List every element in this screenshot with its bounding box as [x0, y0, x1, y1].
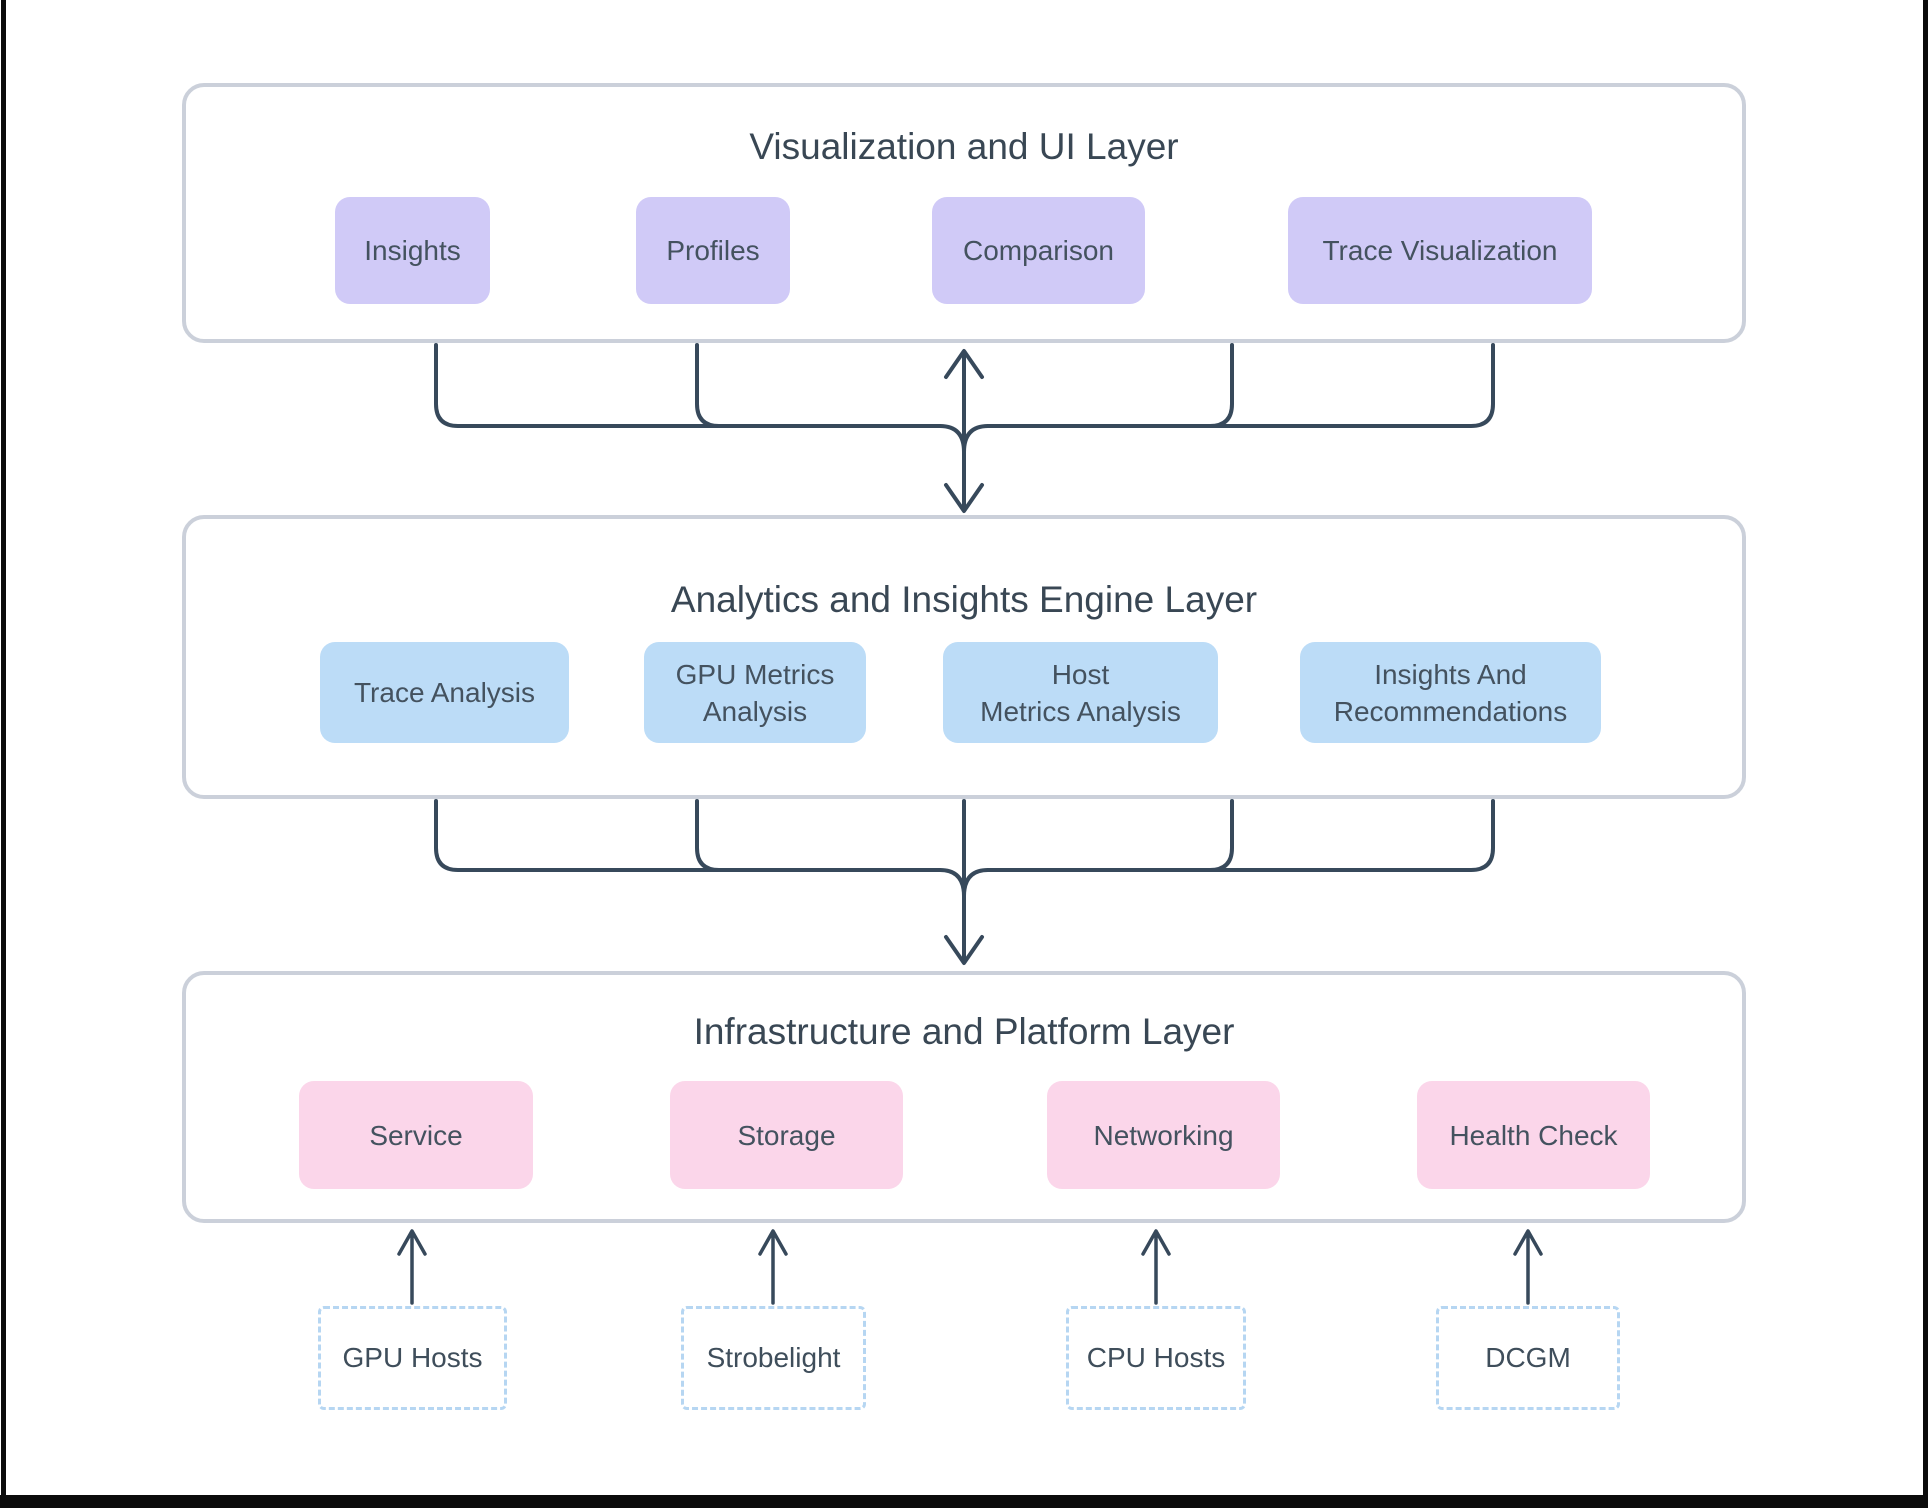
layer-infrastructure-title: Infrastructure and Platform Layer [693, 1011, 1235, 1052]
node-label: Health Check [1449, 1119, 1618, 1151]
source-cpu-hosts: CPU Hosts [1066, 1306, 1246, 1410]
layer-visualization-ui-title: Visualization and UI Layer [749, 126, 1179, 167]
source-label: GPU Hosts [342, 1342, 483, 1373]
page-edge-left [1, 0, 6, 1508]
connector-analytics-to-infra [434, 799, 1495, 965]
source-label: CPU Hosts [1086, 1342, 1226, 1373]
source-arrows [397, 1229, 1543, 1305]
source-gpu-hosts: GPU Hosts [318, 1306, 507, 1410]
source-strobelight: Strobelight [681, 1306, 866, 1410]
node-label: Profiles [666, 235, 760, 266]
node-health-check: Health Check [1417, 1081, 1650, 1189]
page-edge-bottom [0, 1495, 1928, 1508]
arrow-up-icon [1513, 1229, 1543, 1305]
arrow-down-icon [944, 483, 984, 513]
page-edge-right [1923, 0, 1928, 1508]
node-insights-recommendations: Insights And Recommendations [1300, 642, 1601, 743]
node-host-metrics-analysis: Host Metrics Analysis [943, 642, 1218, 743]
node-label: Comparison [963, 235, 1114, 266]
arrow-up-icon [397, 1229, 427, 1305]
node-label: Networking [1093, 1119, 1234, 1151]
layer-analytics-engine-title: Analytics and Insights Engine Layer [670, 579, 1258, 620]
node-profiles: Profiles [636, 197, 790, 304]
source-label: Strobelight [706, 1342, 841, 1373]
node-label: Insights And Recommendations [1333, 658, 1568, 727]
arrow-up-icon [1141, 1229, 1171, 1305]
node-insights: Insights [335, 197, 490, 304]
node-label: Trace Analysis [353, 677, 536, 708]
node-trace-visualization: Trace Visualization [1288, 197, 1592, 304]
arrow-up-icon [944, 349, 984, 379]
source-dcgm: DCGM [1436, 1306, 1620, 1410]
node-label: Storage [737, 1119, 836, 1151]
node-service: Service [299, 1081, 533, 1189]
node-trace-analysis: Trace Analysis [320, 642, 569, 743]
source-label: DCGM [1485, 1342, 1571, 1373]
node-comparison: Comparison [932, 197, 1145, 304]
node-label: Insights [364, 235, 461, 266]
node-label: Trace Visualization [1322, 235, 1558, 266]
connector-ui-to-analytics [434, 343, 1495, 513]
node-networking: Networking [1047, 1081, 1280, 1189]
node-storage: Storage [670, 1081, 903, 1189]
node-label: Host Metrics Analysis [980, 658, 1181, 727]
node-label: Service [369, 1119, 463, 1151]
node-label: GPU Metrics Analysis [675, 658, 835, 727]
arrow-down-icon [944, 935, 984, 965]
node-gpu-metrics-analysis: GPU Metrics Analysis [644, 642, 866, 743]
arrow-up-icon [758, 1229, 788, 1305]
